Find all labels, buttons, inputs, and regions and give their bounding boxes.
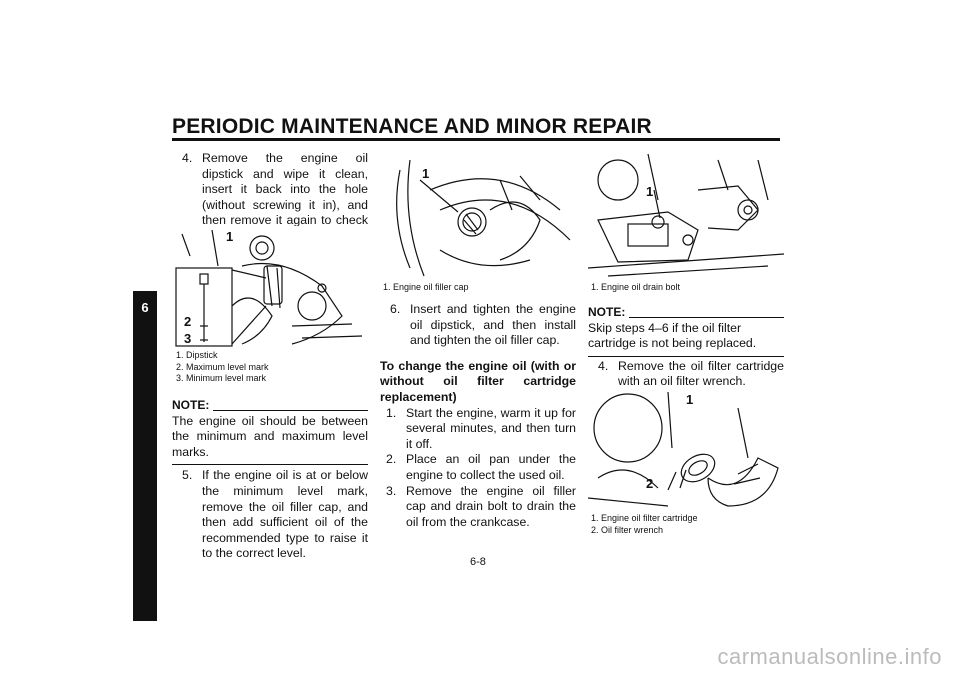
drain-bolt-illustration <box>588 153 784 277</box>
step-text: Remove the engine oil filler cap and dra… <box>406 483 576 529</box>
column-1-lower: NOTE: The engine oil should be between t… <box>172 398 368 562</box>
drain-bolt-figure: 1 <box>588 150 784 278</box>
step-number: 1. <box>386 405 397 420</box>
page-title: PERIODIC MAINTENANCE AND MINOR REPAIR <box>172 115 652 138</box>
oil-filter-illustration <box>588 391 779 507</box>
note-end-rule <box>588 355 784 357</box>
change-step-3: 3. Remove the engine oil filler cap and … <box>380 484 576 531</box>
section-heading: To change the engine oil (with or withou… <box>380 358 576 404</box>
column-2: 6. Insert and tighten the engine oil dip… <box>380 302 576 530</box>
drain-bolt-caption: 1. Engine oil drain bolt <box>591 282 681 292</box>
step-4-remove-filter: 4. Remove the oil filter cartridge with … <box>588 359 784 390</box>
step-text: Insert and tighten the engine oil dipsti… <box>410 302 576 348</box>
step-number: 3. <box>386 483 397 498</box>
step-number: 2. <box>386 452 397 467</box>
callout-2: 2 <box>184 314 192 329</box>
dipstick-figure: 1 2 3 <box>172 226 368 348</box>
oil-filter-figure: 1 2 <box>588 388 784 510</box>
watermark: carmanualsonline.info <box>717 644 942 669</box>
caption-dipstick: 1. Dipstick <box>176 350 218 360</box>
chapter-tab: 6 <box>133 291 157 621</box>
callout-1: 1 <box>646 184 654 199</box>
callout-3: 3 <box>184 331 192 346</box>
oil-filter-captions: 1. Engine oil filter cartridge 2. Oil fi… <box>591 513 698 536</box>
step-number: 4. <box>182 151 193 165</box>
callout-1: 1 <box>226 229 234 244</box>
step-text: Remove the oil filter cartridge with an … <box>618 358 784 389</box>
note-text: The engine oil should be between the min… <box>172 413 368 459</box>
callout-1: 1 <box>422 166 430 181</box>
dipstick-captions: 1. Dipstick 2. Maximum level mark 3. Min… <box>176 350 269 385</box>
note-heading: NOTE: <box>172 398 368 414</box>
caption-max-mark: 2. Maximum level mark <box>176 361 269 372</box>
header-rule <box>172 138 780 141</box>
note-text: Skip steps 4–6 if the oil filter cartrid… <box>588 320 757 351</box>
callout-2: 2 <box>646 476 654 491</box>
column-3: NOTE: Skip steps 4–6 if the oil filter c… <box>588 305 784 390</box>
step-text: If the engine oil is at or below the min… <box>202 468 368 561</box>
callout-1: 1 <box>686 392 694 407</box>
note-label: NOTE: <box>588 305 626 319</box>
caption-filter-wrench: 2. Oil filter wrench <box>591 524 664 535</box>
note-label: NOTE: <box>172 398 210 412</box>
step-number: 6. <box>390 302 401 316</box>
step-number: 5. <box>182 468 193 483</box>
filler-cap-illustration <box>396 159 571 277</box>
note-heading: NOTE: <box>588 305 784 321</box>
dipstick-illustration <box>175 229 363 347</box>
caption-min-mark: 3. Minimum level mark <box>176 373 267 383</box>
step-number: 4. <box>598 358 609 373</box>
step-text: Place an oil pan under the engine to col… <box>406 452 576 482</box>
caption-filter-cartridge: 1. Engine oil filter cartridge <box>591 513 698 523</box>
filler-cap-caption: 1. Engine oil filler cap <box>383 282 469 292</box>
step-5-add-oil: 5. If the engine oil is at or below the … <box>172 468 368 562</box>
note-end-rule <box>172 464 368 466</box>
filler-cap-figure: 1 <box>380 150 576 278</box>
page-number: 6-8 <box>470 556 486 568</box>
change-step-1: 1. Start the engine, warm it up for seve… <box>380 406 576 453</box>
step-6-tighten: 6. Insert and tighten the engine oil dip… <box>380 302 576 349</box>
step-text: Start the engine, warm it up for several… <box>406 405 576 451</box>
change-step-2: 2. Place an oil pan under the engine to … <box>380 452 576 483</box>
